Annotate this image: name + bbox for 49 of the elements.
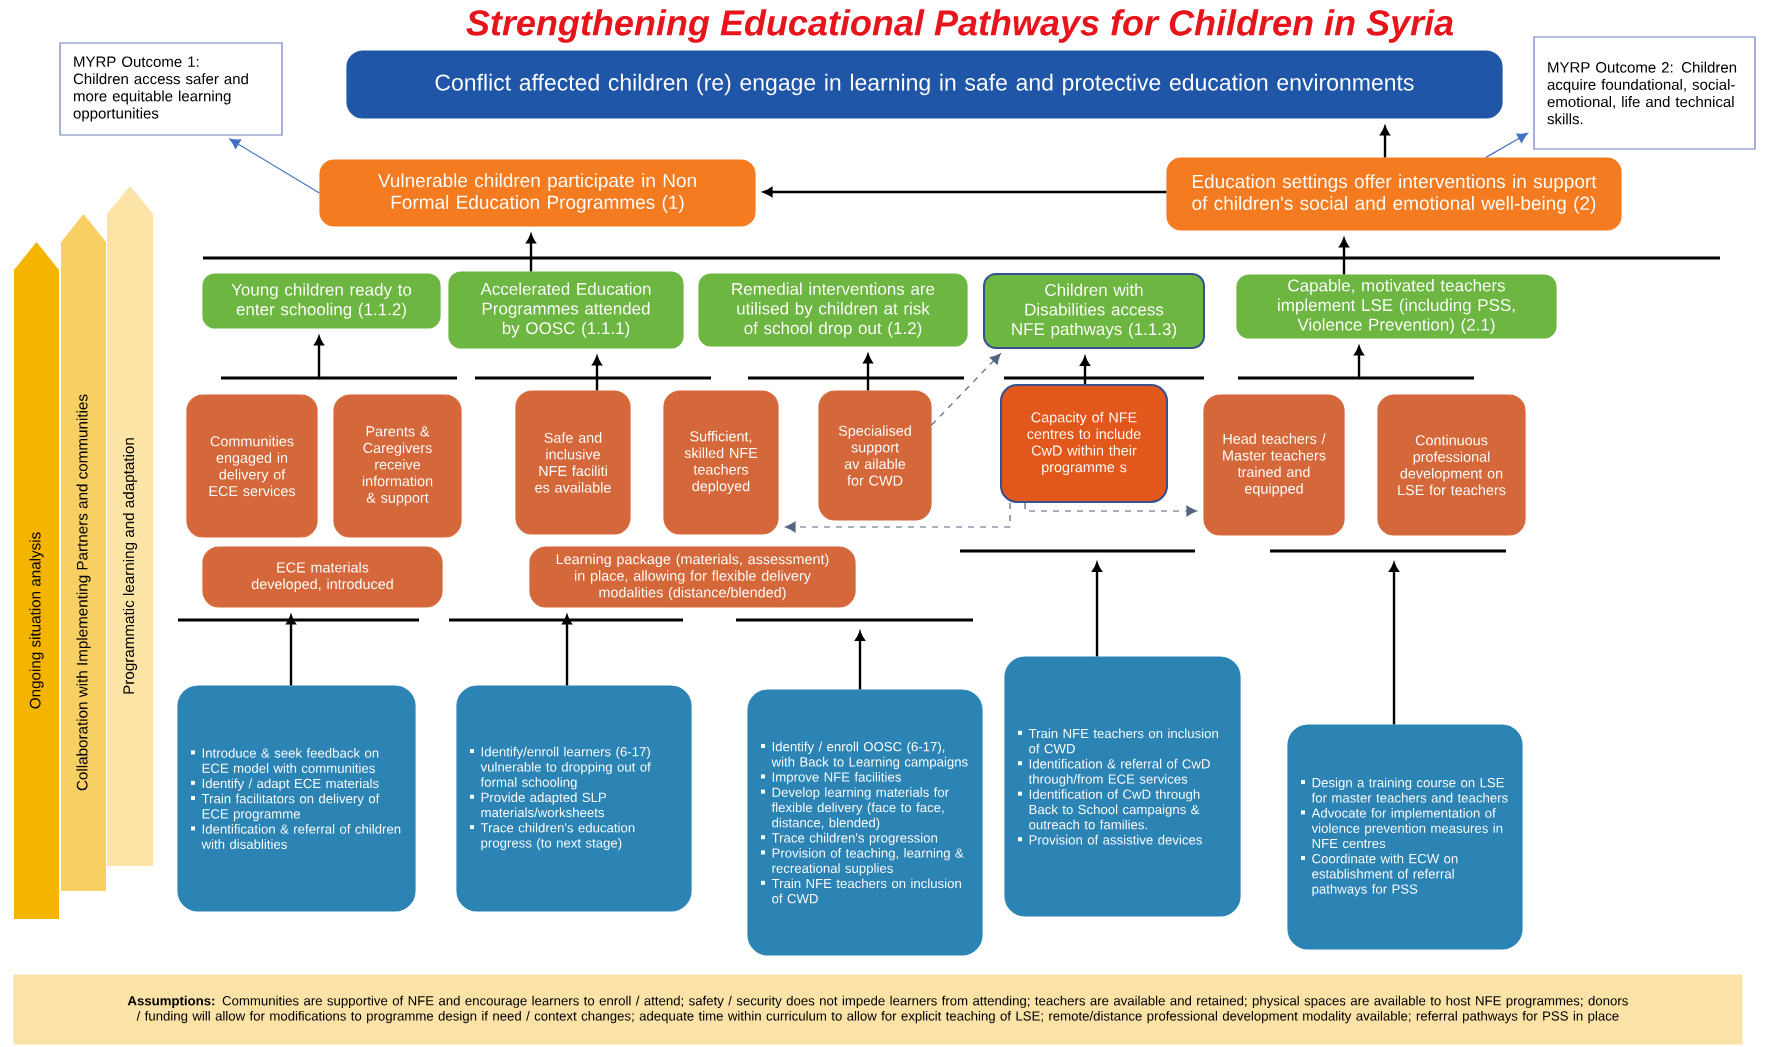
- arrow: [1389, 562, 1399, 725]
- title: Strengthening Educational Pathways for Children in Syria: [466, 9, 1454, 43]
- result-box: Head teachers / Master teachers trained and equipped: [1203, 394, 1345, 536]
- arrow-band: Collaboration with Implementing Partners and communities: [61, 214, 106, 891]
- activity-list-box: Introduce & seek feedback on ECE model with communities Identify / adapt ECE materials Train facilitators on delivery of ECE programme Identification & referral of children with disablities: [177, 685, 416, 912]
- result-box: ECE materials developed, introduced: [202, 546, 443, 608]
- output-box: Young children ready to enter schooling (1.1.2): [202, 273, 441, 329]
- arrow: [286, 615, 296, 686]
- arrow-band: Programmatic learning and adaptation: [107, 186, 153, 866]
- activity-list-box: Identify / enroll OOSC (6-17), with Back to Learning campaigns Improve NFE facilities Develop learning materials for flexible delivery (face to face, distance, blended) Trace children's progression Provision of teaching, learning & recreational supplies Train NFE teachers on inclusion of CWD: [747, 689, 983, 956]
- arrow: [1080, 356, 1090, 384]
- arrow-band: Ongoing situation analysis: [14, 242, 59, 919]
- dashed-arrow: [784, 502, 1011, 533]
- arrow: [526, 234, 536, 272]
- result-box: Parents & Caregivers receive information & support: [333, 394, 462, 538]
- result-box: Sufficient, skilled NFE teachers deployed: [663, 390, 779, 535]
- outcome-note: MYRP Outcome 2: Children acquire foundational, social-emotional, life and technical skills.: [1533, 36, 1756, 150]
- arrow: [1354, 346, 1364, 378]
- output-box: Children with Disabilities access NFE pathways (1.1.3): [983, 273, 1205, 349]
- goal-banner: Conflict affected children (re) engage in learning in safe and protective education environments: [346, 50, 1503, 119]
- output-box: Capable, motivated teachers implement LSE (including PSS, Violence Prevention) (2.1): [1236, 274, 1557, 339]
- arrow: [229, 138, 320, 194]
- arrow: [592, 356, 602, 391]
- activity-list-box: Design a training course on LSE for master teachers and teachers Advocate for implementation of violence prevention measures in NFE centres Coordinate with ECW on establishment of referral pathways for PSS: [1287, 724, 1523, 950]
- arrow: [1380, 126, 1390, 158]
- dashed-arrow: [931, 353, 1001, 426]
- outcome-box: Vulnerable children participate in Non Formal Education Programmes (1): [319, 159, 756, 227]
- result-box: Safe and inclusive NFE faciliti es available: [515, 390, 631, 535]
- arrow: [1485, 132, 1529, 158]
- arrow: [855, 631, 865, 690]
- result-box: Continuous professional development on LSE for teachers: [1377, 394, 1526, 536]
- arrow: [562, 615, 572, 686]
- result-box: Learning package (materials, assessment) in place, allowing for flexible delivery modalities (distance/blended): [529, 546, 856, 608]
- result-box: Communities engaged in delivery of ECE services: [186, 394, 318, 538]
- result-box: Capacity of NFE centres to include CwD within their programme s: [1000, 384, 1168, 503]
- activity-list-box: Train NFE teachers on inclusion of CWD Identification & referral of CwD through/from ECE services Identification of CwD through Back to School campaigns & outreach to families. Provision of assistive devices: [1004, 656, 1241, 917]
- outcome-note: MYRP Outcome 1: Children access safer and more equitable learning opportunities: [59, 42, 283, 136]
- output-box: Remedial interventions are utilised by children at risk of school drop out (1.2): [698, 273, 968, 347]
- arrow: [863, 354, 873, 391]
- arrow: [763, 187, 1167, 197]
- dashed-arrow: [1024, 502, 1198, 517]
- arrow: [1092, 562, 1102, 657]
- outcome-box: Education settings offer interventions in support of children's social and emotional well-being (2): [1166, 157, 1622, 231]
- assumptions-band: Assumptions: Communities are supportive of NFE and encourage learners to enroll / attend; safety / security does not impede learners from attending; teachers are available and retained; physical spaces are available to host NFE programmes; donors / funding will allow for modifications to programme design if need / context changes; adequate time within curriculum to allow for explicit teaching of LSE; remote/distance professional development modality available; referral pathways for PSS in place: [13, 974, 1743, 1045]
- activity-list-box: Identify/enroll learners (6-17) vulnerable to dropping out of formal schooling Provide adapted SLP materials/worksheets Trace children's education progress (to next stage): [456, 685, 692, 912]
- result-box: Specialised support av ailable for CWD: [818, 390, 932, 521]
- output-box: Accelerated Education Programmes attended by OOSC (1.1.1): [448, 271, 684, 349]
- arrow: [1339, 238, 1349, 275]
- arrow: [314, 336, 324, 378]
